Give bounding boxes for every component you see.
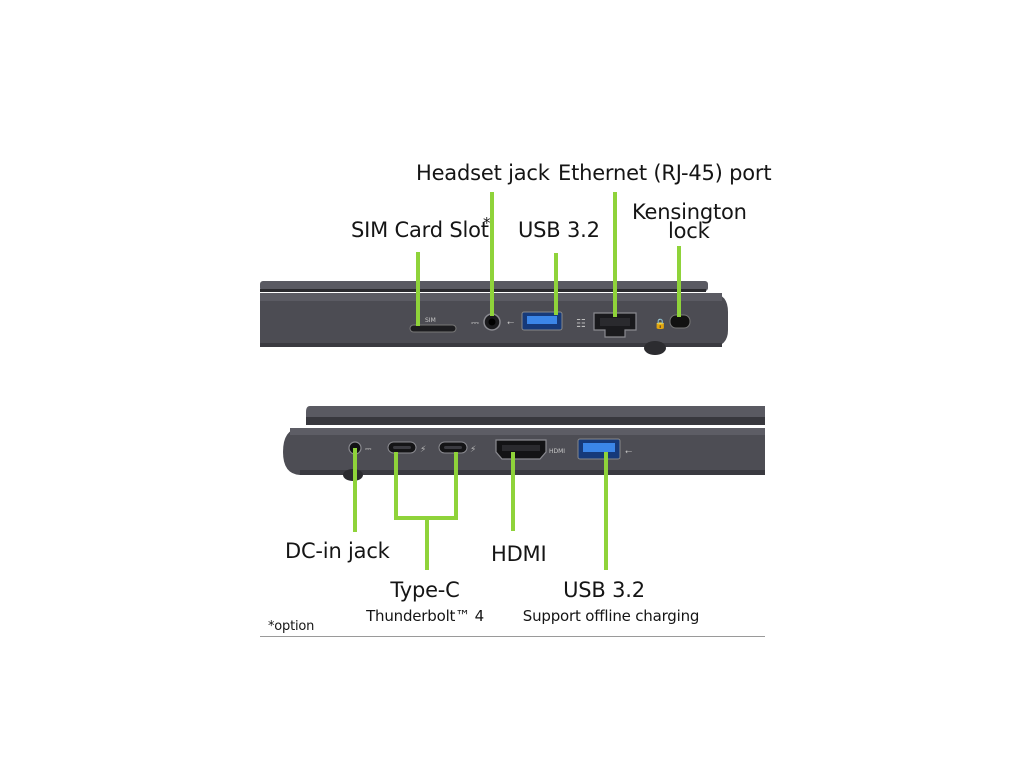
rubber-foot-icon bbox=[644, 341, 666, 355]
label-ethernet: Ethernet (RJ-45) port bbox=[558, 161, 772, 185]
headset-symbol-icon: ⎓ bbox=[471, 318, 479, 329]
thunderbolt-symbol-icon: ⚡ bbox=[470, 445, 476, 455]
callout-line-type-c-2 bbox=[454, 452, 458, 519]
label-usb-bottom: USB 3.2 bbox=[563, 578, 645, 602]
label-hdmi: HDMI bbox=[491, 542, 547, 566]
label-sim-card-slot: SIM Card Slot bbox=[351, 218, 489, 242]
callout-line-dc-in bbox=[353, 448, 357, 532]
callout-line-headset bbox=[490, 192, 494, 316]
network-symbol-icon: ☷ bbox=[576, 317, 586, 330]
divider bbox=[260, 636, 765, 637]
label-dc-in: DC-in jack bbox=[285, 539, 390, 563]
label-offline-charging: Support offline charging bbox=[522, 607, 700, 625]
lock-symbol-icon: 🔒 bbox=[654, 318, 666, 330]
callout-line-usb-top bbox=[554, 253, 558, 315]
charging-symbol-icon: ⭠ bbox=[625, 447, 632, 457]
callout-line-type-c-1 bbox=[394, 452, 398, 519]
label-type-c: Type-C bbox=[390, 578, 460, 602]
callout-line-hdmi bbox=[511, 452, 515, 531]
label-headset-jack: Headset jack bbox=[416, 161, 550, 185]
label-kensington-1: Kensington bbox=[632, 200, 747, 224]
hdmi-marking: HDMI bbox=[549, 448, 565, 455]
callout-line-kensington bbox=[677, 246, 681, 317]
dc-symbol-icon: ⎓ bbox=[365, 444, 372, 453]
laptop-lid-bottom bbox=[306, 406, 765, 418]
usb-symbol-icon: ⭠ bbox=[507, 318, 514, 328]
footnote: *option bbox=[268, 619, 315, 634]
label-usb-top: USB 3.2 bbox=[518, 218, 600, 242]
callout-line-type-c-stem bbox=[425, 516, 429, 570]
callout-line-sim bbox=[416, 252, 420, 326]
laptop-lid-top bbox=[260, 281, 708, 291]
thunderbolt-symbol-icon: ⚡ bbox=[420, 445, 426, 455]
label-kensington-2: lock bbox=[668, 219, 710, 243]
label-thunderbolt: Thunderbolt™ 4 bbox=[366, 607, 484, 625]
sim-card-slot-icon bbox=[409, 324, 457, 333]
callout-line-ethernet bbox=[613, 192, 617, 317]
sim-marking: SIM bbox=[425, 317, 436, 324]
label-sim-asterisk: * bbox=[483, 214, 491, 232]
callout-line-usb-bottom bbox=[604, 452, 608, 570]
